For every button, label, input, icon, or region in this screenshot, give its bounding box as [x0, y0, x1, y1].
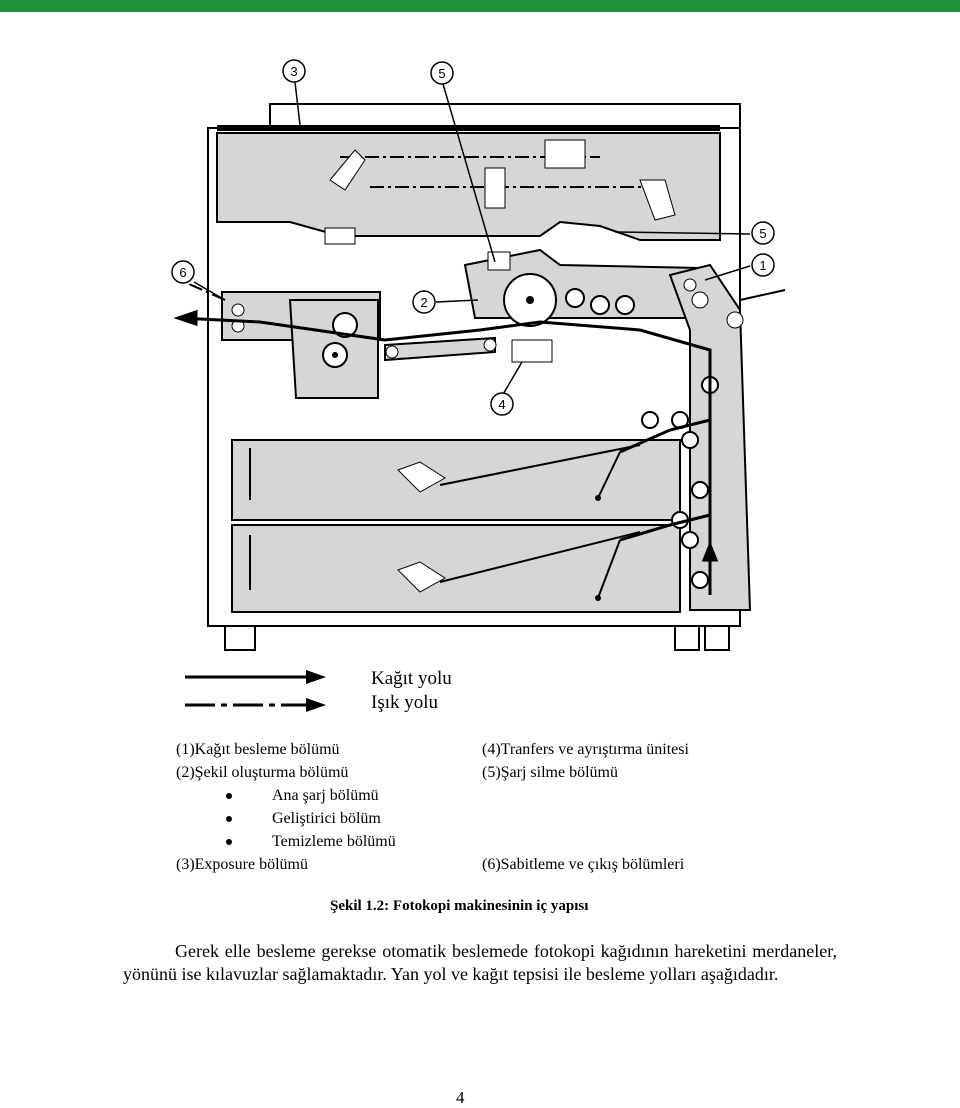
- paper-trays: [231, 439, 681, 613]
- part-item-6: (6)Sabitleme ve çıkış bölümleri: [482, 856, 685, 873]
- svg-text:3: 3: [290, 64, 297, 79]
- legend-light-path-label: Işık yolu: [371, 692, 439, 713]
- part-subitem-developer: Geliştirici bölüm: [226, 807, 396, 830]
- part-item-4: (4)Tranfers ve ayrıştırma ünitesi: [482, 741, 689, 758]
- callout-1: 1: [751, 253, 775, 277]
- parts-list-left: (1)Kağıt besleme bölümü (2)Şekil oluştur…: [176, 738, 396, 876]
- svg-text:1: 1: [759, 258, 766, 273]
- parts-list-right-bottom: (6)Sabitleme ve çıkış bölümleri: [482, 853, 684, 876]
- svg-text:6: 6: [179, 265, 186, 280]
- callout-leaders: [193, 81, 751, 397]
- image-forming-unit: [463, 248, 701, 363]
- svg-text:2: 2: [420, 295, 427, 310]
- feed-rollers: [641, 376, 719, 589]
- parts-list-right: (4)Tranfers ve ayrıştırma ünitesi (5)Şar…: [482, 738, 689, 784]
- svg-text:5: 5: [438, 66, 445, 81]
- paper-path-lines: [173, 309, 719, 595]
- figure-caption: Şekil 1.2: Fotokopi makinesinin iç yapıs…: [330, 898, 589, 914]
- part-item-3: (3)Exposure bölümü: [176, 856, 308, 873]
- body-paragraph: Gerek elle besleme gerekse otomatik besl…: [123, 940, 837, 986]
- fusing-unit: [221, 291, 381, 399]
- copier-diagram: 3 5 5 1 6 2 4: [171, 59, 786, 712]
- callout-5-top: 5: [430, 61, 454, 85]
- callout-3: 3: [282, 59, 306, 83]
- machine-feet: [224, 625, 730, 651]
- exposure-unit: [216, 125, 721, 245]
- legend-paper-path-label: Kağıt yolu: [371, 668, 452, 689]
- part-item-1: (1)Kağıt besleme bölümü: [176, 741, 340, 758]
- callout-5-right: 5: [751, 221, 775, 245]
- callout-markers: 3 5 5 1 6 2 4: [171, 59, 775, 416]
- paragraph-text: Gerek elle besleme gerekse otomatik besl…: [123, 941, 837, 984]
- callout-6: 6: [171, 260, 195, 284]
- page-number: 4: [456, 1088, 465, 1107]
- part-item-5: (5)Şarj silme bölümü: [482, 764, 618, 781]
- callout-4: 4: [490, 392, 514, 416]
- light-path-lines: [179, 279, 226, 301]
- top-green-bar: [0, 0, 960, 12]
- svg-text:4: 4: [498, 397, 505, 412]
- transport-belt: [384, 336, 497, 362]
- part-item-2: (2)Şekil oluşturma bölümü: [176, 764, 349, 781]
- callout-2: 2: [412, 290, 436, 314]
- legend-light-arrow: [185, 698, 326, 712]
- svg-text:5: 5: [759, 226, 766, 241]
- part-subitem-cleaning: Temizleme bölümü: [226, 830, 396, 853]
- part-subitem-charge: Ana şarj bölümü: [226, 784, 396, 807]
- legend-paper-arrow: [185, 670, 326, 684]
